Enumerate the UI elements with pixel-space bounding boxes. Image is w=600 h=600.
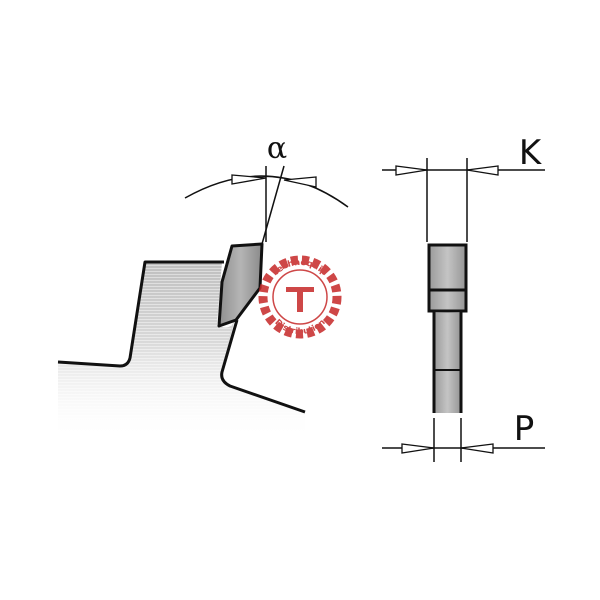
angle-arc [184,175,349,208]
blade-section [434,313,461,413]
watermark-logo: Technoquip Distribution [258,255,342,339]
hook-angle-line [261,165,285,245]
alpha-label: α [267,131,287,166]
tip-section [427,243,468,313]
gullet-line [220,319,306,414]
tooth-profile: α [57,131,349,440]
k-arrow-left [395,165,428,176]
watermark-gear-ring [258,255,342,339]
angle-arrow-left [231,174,267,185]
tooth-cross-section: K P [382,133,545,462]
p-label: P [514,409,535,449]
tooth-outline [57,260,224,368]
k-label: K [519,133,543,173]
watermark-monogram [286,287,314,312]
p-arrow-left [401,443,435,454]
carbide-tip [217,242,264,328]
p-arrow-right [460,443,494,454]
blade-hatching [58,262,305,440]
angle-arrow-right [283,176,317,188]
k-arrow-right [466,165,499,176]
